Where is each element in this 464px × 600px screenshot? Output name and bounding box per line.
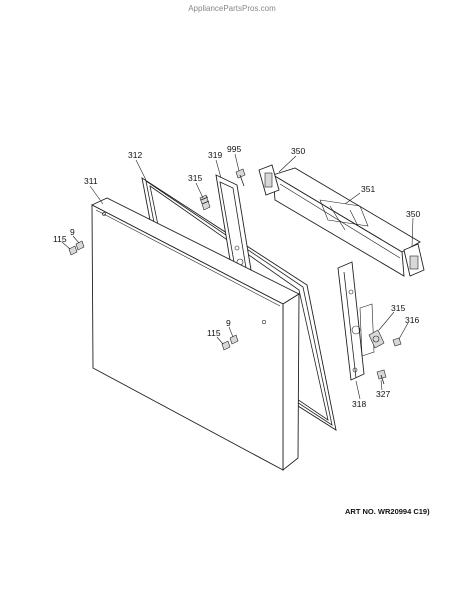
callout-312: 312 (128, 150, 142, 160)
callout-115-center: 115 (207, 328, 221, 338)
callout-351: 351 (361, 184, 375, 194)
callout-115-left: 115 (53, 234, 67, 244)
leader-lines (61, 153, 414, 400)
hinge-pin-upper (199, 194, 211, 211)
callout-9-center: 9 (226, 318, 231, 328)
callout-350-right: 350 (406, 209, 420, 219)
callout-316: 316 (405, 315, 419, 325)
callout-311: 311 (84, 176, 98, 186)
screw-995 (235, 168, 246, 187)
clip-115-center (221, 340, 231, 351)
clip-115-left (68, 245, 78, 256)
callout-350-left: 350 (291, 146, 305, 156)
callout-318: 318 (352, 399, 366, 409)
callout-315-lower: 315 (391, 303, 405, 313)
art-number: ART NO. WR20994 C19) (345, 507, 430, 516)
end-cap-right (403, 243, 425, 277)
top-cover-rail (271, 167, 421, 277)
screw-327 (376, 369, 387, 385)
screw-9-left (75, 240, 85, 251)
callout-327: 327 (376, 389, 390, 399)
door-panel (90, 197, 300, 471)
lower-hinge-bracket (337, 261, 375, 381)
callout-315-upper: 315 (188, 173, 202, 183)
screw-316 (392, 337, 402, 347)
watermark: AppliancePartsPros.com (188, 4, 276, 13)
hinge-pin-lower (368, 329, 385, 349)
callout-995: 995 (227, 144, 241, 154)
callout-319: 319 (208, 150, 222, 160)
screw-9-center (229, 334, 239, 345)
callout-9-left: 9 (70, 227, 75, 237)
end-cap-left (258, 164, 280, 196)
